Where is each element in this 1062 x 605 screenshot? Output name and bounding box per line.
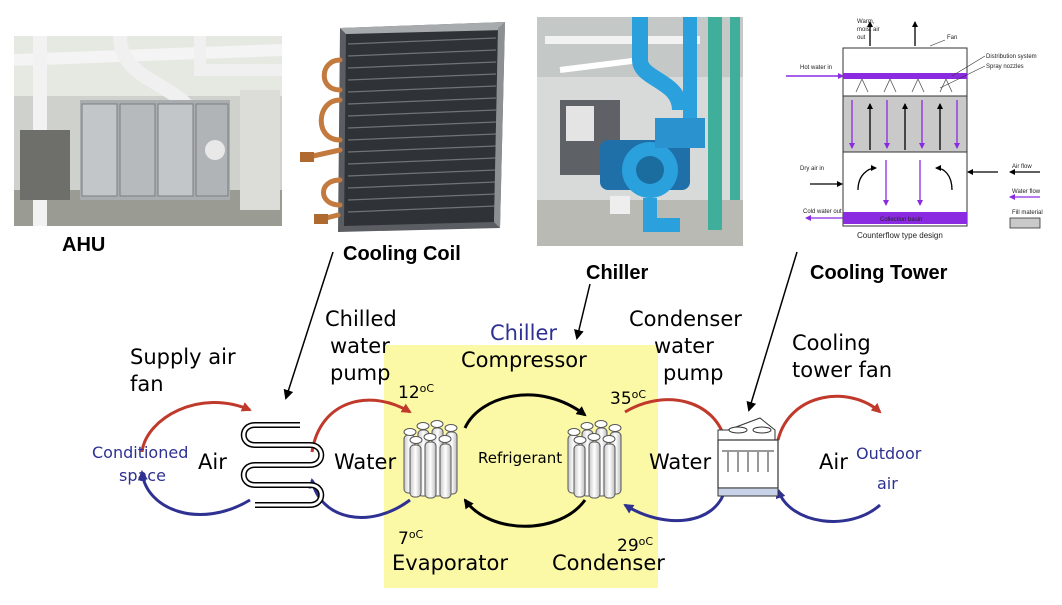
water-loop-left bbox=[308, 398, 412, 519]
tower-legend-water-flow: Water flow bbox=[1012, 189, 1041, 195]
chiller-diagram-label: Chiller bbox=[490, 321, 557, 345]
chilled-water-pump-label-2: water bbox=[330, 334, 390, 358]
tower-legend-fill-material: Fill material bbox=[1012, 210, 1043, 216]
water-loop-right bbox=[623, 398, 728, 523]
conditioned-space-label-1: Conditioned bbox=[92, 443, 188, 462]
tower-figure-caption: Counterflow type design bbox=[857, 231, 943, 240]
cooling-tower-schematic: Warm, moist air out Fan Distribution sys… bbox=[786, 19, 1043, 240]
evaporator-icon bbox=[403, 420, 458, 499]
chiller-caption: Chiller bbox=[586, 262, 648, 284]
outdoor-air-label-2: air bbox=[877, 474, 898, 493]
chilled-water-pump-label-1: Chilled bbox=[325, 307, 397, 331]
evaporator-label: Evaporator bbox=[392, 551, 508, 575]
tower-warm-air-line-3: out bbox=[857, 35, 866, 41]
water-left-label: Water bbox=[334, 450, 396, 474]
temp-35-label: 35oC bbox=[610, 388, 646, 409]
tower-warm-air-line-2: moist air bbox=[857, 27, 880, 33]
tower-dry-air-in-label: Dry air in bbox=[800, 166, 824, 172]
air-loop-left bbox=[137, 400, 252, 516]
tower-collection-basin-label: Collection basin bbox=[880, 217, 922, 223]
conditioned-space-label-2: space bbox=[119, 466, 166, 485]
ahu-caption: AHU bbox=[62, 234, 105, 256]
tower-spray-nozzles-label: Spray nozzles bbox=[986, 64, 1024, 70]
tower-warm-air-line-1: Warm, bbox=[857, 19, 875, 25]
air-loop-right bbox=[775, 394, 882, 523]
tower-cold-water-out-label: Cold water out bbox=[803, 209, 842, 215]
temp-7-label: 7oC bbox=[398, 528, 424, 549]
temp-12-label: 12oC bbox=[398, 382, 434, 403]
condenser-water-pump-label-1: Condenser bbox=[629, 307, 742, 331]
air-left-label: Air bbox=[198, 450, 227, 474]
coil-pointer-arrow bbox=[283, 251, 334, 400]
outdoor-air-label-1: Outdoor bbox=[856, 444, 922, 463]
refrigerant-label: Refrigerant bbox=[478, 449, 562, 467]
condenser-water-pump-label-2: water bbox=[654, 334, 714, 358]
air-right-label: Air bbox=[819, 450, 848, 474]
tower-distribution-label: Distribution system bbox=[986, 54, 1037, 60]
tower-fan-label: Fan bbox=[947, 35, 957, 41]
refrigerant-loop bbox=[463, 393, 587, 528]
cooling-tower-icon bbox=[717, 417, 779, 497]
compressor-label: Compressor bbox=[461, 348, 587, 372]
chiller-pointer-arrow bbox=[574, 283, 591, 340]
cooling-coil-caption: Cooling Coil bbox=[343, 243, 461, 265]
temp-29-label: 29oC bbox=[617, 535, 653, 556]
condenser-label: Condenser bbox=[552, 551, 665, 575]
cooling-tower-fan-label-2: tower fan bbox=[792, 358, 892, 382]
condenser-water-pump-label-3: pump bbox=[663, 361, 723, 385]
ahu-photo bbox=[13, 35, 283, 226]
cooling-tower-caption: Cooling Tower bbox=[810, 262, 948, 284]
chilled-water-pump-label-3: pump bbox=[330, 361, 390, 385]
condenser-icon bbox=[567, 420, 622, 499]
cooling-coil-icon bbox=[240, 422, 325, 508]
supply-air-fan-label-2: fan bbox=[130, 372, 164, 396]
chiller-photo bbox=[537, 17, 743, 246]
water-right-label: Water bbox=[649, 450, 711, 474]
tower-legend-air-flow: Air flow bbox=[1012, 164, 1032, 170]
tower-hot-water-in-label: Hot water in bbox=[800, 65, 832, 71]
cooling-tower-fan-label-1: Cooling bbox=[792, 331, 871, 355]
tower-pointer-arrow bbox=[746, 251, 798, 412]
supply-air-fan-label-1: Supply air bbox=[130, 345, 236, 369]
cooling-coil-photo bbox=[300, 22, 505, 232]
